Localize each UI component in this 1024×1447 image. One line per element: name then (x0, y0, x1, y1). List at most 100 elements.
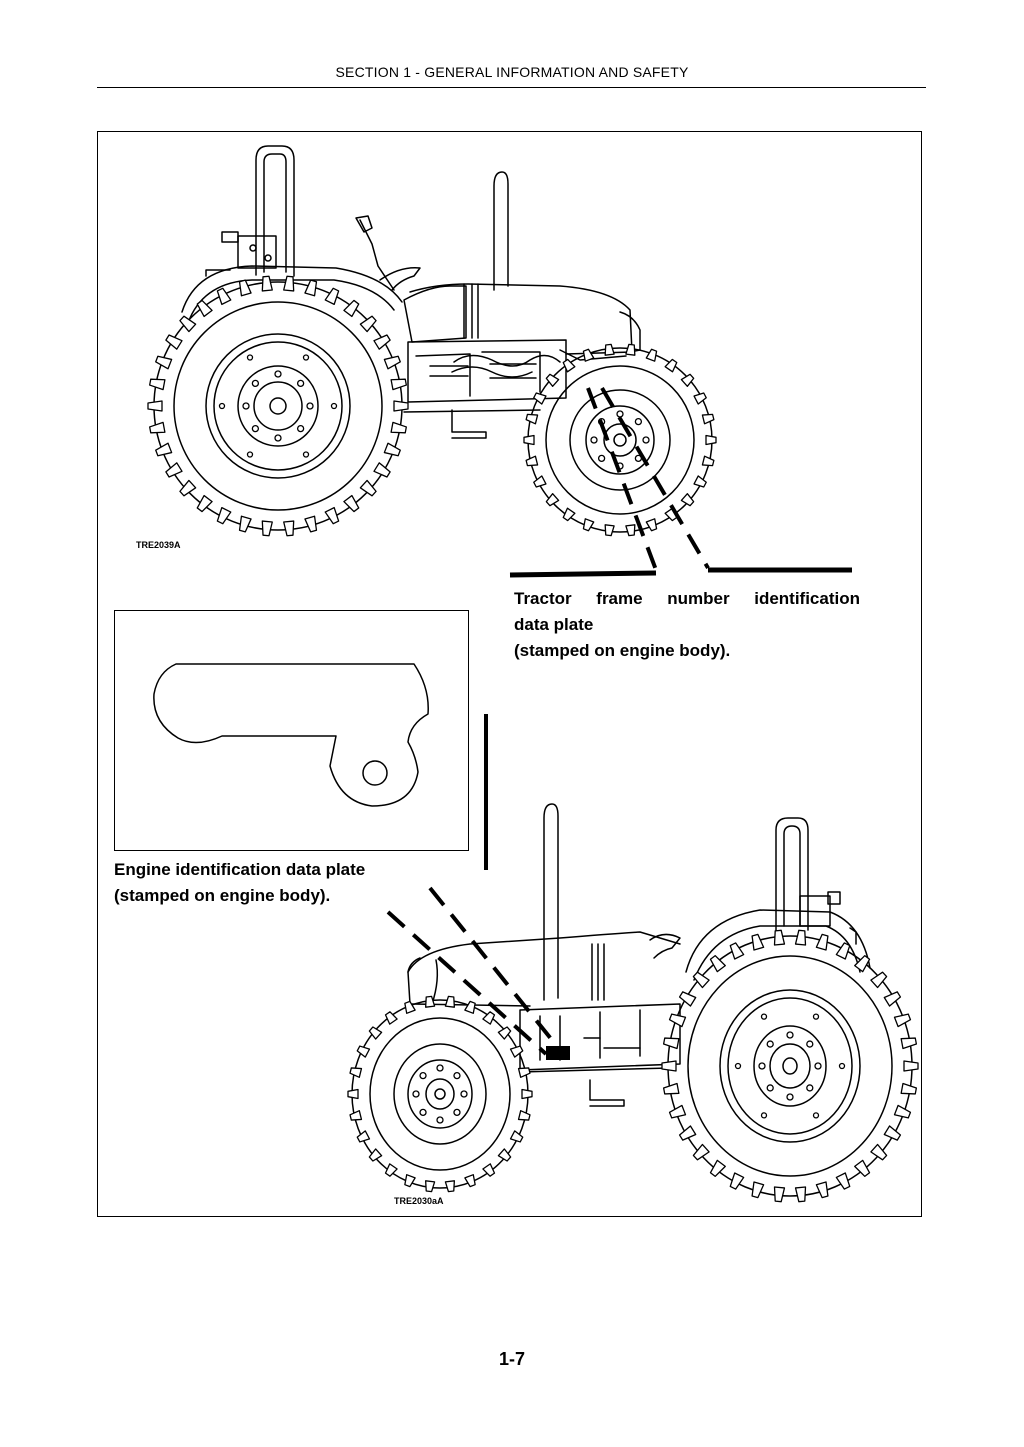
wheel-bolt (760, 1013, 768, 1020)
wheel-bolt (251, 379, 260, 388)
tread-lug (835, 942, 851, 960)
wheel-bolt (242, 402, 250, 410)
engine-plate-outline (153, 663, 429, 807)
tread-lug (261, 275, 273, 292)
tread-lug (497, 1148, 512, 1162)
tread-lug (900, 1037, 918, 1050)
tread-lug (664, 358, 678, 373)
tread-lug (709, 955, 726, 973)
tread-lug (359, 315, 377, 333)
wheel-bolt (812, 1013, 820, 1020)
tread-lug (582, 518, 595, 532)
header-rule (97, 87, 926, 88)
tread-lug (705, 434, 717, 446)
tread-lug (678, 991, 697, 1007)
callout-line-2: data plate (514, 615, 594, 634)
tread-lug (304, 515, 318, 533)
engine-plate-inset (114, 610, 469, 851)
tread-lug (662, 1082, 680, 1095)
tread-lug (509, 1045, 524, 1058)
tread-lug (794, 1186, 807, 1203)
tread-lug (384, 1163, 398, 1177)
tread-lug (582, 348, 595, 362)
wheel-bolt (758, 1062, 766, 1070)
tread-lug (383, 442, 401, 457)
tread-lug (893, 1104, 912, 1119)
wheel-bolt (634, 417, 643, 426)
tread-lug (368, 1148, 383, 1162)
tread-lug (661, 1060, 677, 1072)
tread-lug (149, 421, 166, 434)
wheel-bolt (453, 1108, 461, 1117)
page-number: 1-7 (498, 1349, 525, 1369)
tread-lug (349, 1110, 363, 1121)
tread-lug (729, 1172, 745, 1190)
tread-lug (815, 933, 829, 951)
tread-lug (680, 493, 695, 507)
wheel-bolt (306, 402, 314, 410)
wheel-bolt (814, 1062, 822, 1070)
wheel-bolt (786, 1093, 794, 1101)
tread-lug (835, 1172, 851, 1190)
tread-lug (283, 275, 295, 292)
wheel-bolt (412, 1090, 420, 1098)
tread-lug (870, 971, 888, 989)
tread-lug (390, 421, 407, 434)
tread-lug (356, 1045, 371, 1058)
tread-lug (701, 455, 715, 467)
wheel-bolt (246, 451, 254, 458)
tread-lug (692, 971, 710, 989)
front-wheel-top (527, 347, 713, 533)
tread-lug (693, 392, 707, 405)
tread-lug (368, 1026, 383, 1040)
wheel-bolt (590, 436, 598, 444)
wheel-bolt (760, 1112, 768, 1119)
wheel-bolt (246, 354, 254, 361)
tread-lug (424, 1180, 436, 1193)
tread-lug (517, 1067, 531, 1078)
tread-lug (668, 1104, 687, 1119)
tractor-side-view (153, 145, 713, 533)
tread-lug (343, 494, 360, 513)
engine-id-callout: Engine identification data plate (stampe… (114, 857, 434, 909)
wheel-bolt (302, 354, 310, 361)
wheel-bolt (838, 1062, 846, 1070)
tread-lug (444, 1180, 456, 1193)
callout-word: identification (754, 589, 860, 608)
wheel-bolt (330, 402, 338, 410)
tread-lug (645, 348, 658, 362)
tread-lug (533, 475, 547, 488)
tread-lug (751, 1181, 765, 1199)
tread-lug (692, 1143, 710, 1161)
wheel-bolt (616, 410, 624, 418)
tread-lug (155, 355, 173, 370)
tread-lug (562, 507, 576, 522)
tread-lug (545, 373, 560, 387)
figure-ref-top: TRE2039A (136, 540, 181, 550)
tread-lug (815, 1181, 829, 1199)
tread-lug (668, 1013, 687, 1028)
tread-lug (693, 475, 707, 488)
tread-lug (238, 515, 252, 533)
tread-lug (216, 287, 232, 306)
tread-lug (444, 995, 456, 1008)
tread-lug (179, 315, 197, 333)
tread-lug (216, 506, 232, 525)
tread-lug (680, 373, 695, 387)
tread-lug (464, 1174, 476, 1188)
tread-lug (883, 1125, 902, 1141)
wheel-bolt (419, 1071, 427, 1080)
tread-lug (525, 455, 539, 467)
figure-frame (97, 131, 922, 1217)
callout-line-3: (stamped on engine body). (514, 641, 731, 660)
tread-lug (359, 479, 377, 497)
tread-lug (509, 1130, 524, 1143)
engine-plate-leader (386, 886, 562, 1056)
rear-wheel-top (153, 281, 403, 531)
tread-lug (773, 1186, 786, 1203)
wheel-bolt (274, 434, 282, 442)
tread-lug (525, 413, 539, 425)
wheel-bolt (766, 1084, 774, 1092)
frame-plate-leader (509, 386, 852, 578)
